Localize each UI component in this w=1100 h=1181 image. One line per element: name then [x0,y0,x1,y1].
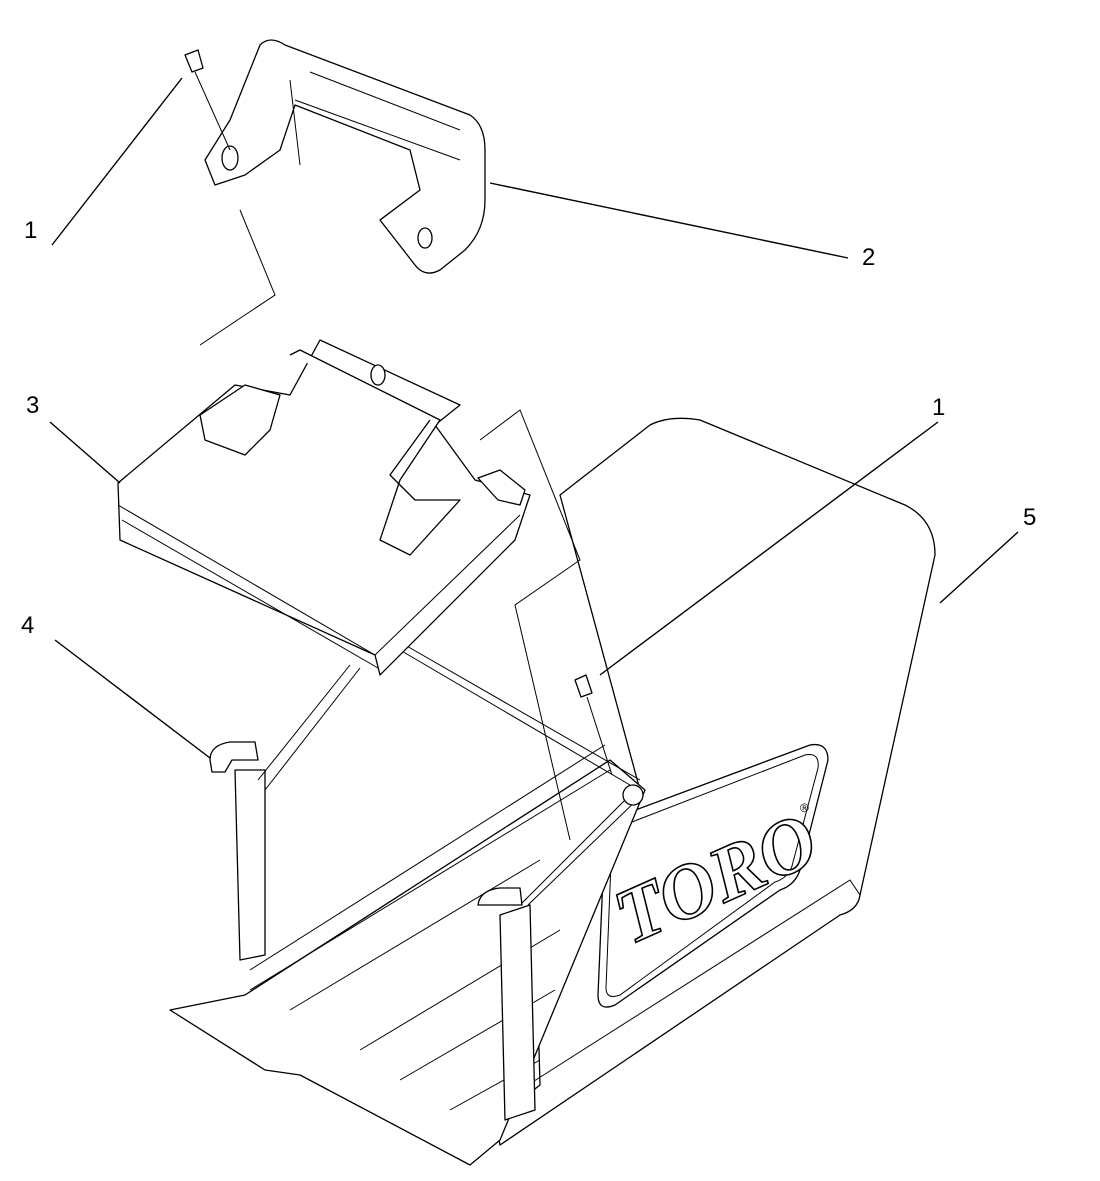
handle-frame [117,209,581,841]
callout-3: 3 [26,392,39,419]
frame-rod [209,741,523,906]
grass-bag: TORO ® [169,417,936,1166]
callout-4: 4 [21,612,34,639]
callout-1-right: 1 [932,394,945,421]
callout-1-top: 1 [24,217,37,244]
callout-5: 5 [1023,504,1036,531]
leader-lines [49,77,1019,759]
registered-mark: ® [800,801,809,815]
screw-top [184,49,231,151]
callout-2: 2 [862,244,875,271]
handle-cover [204,39,486,274]
screw-right [574,674,613,776]
